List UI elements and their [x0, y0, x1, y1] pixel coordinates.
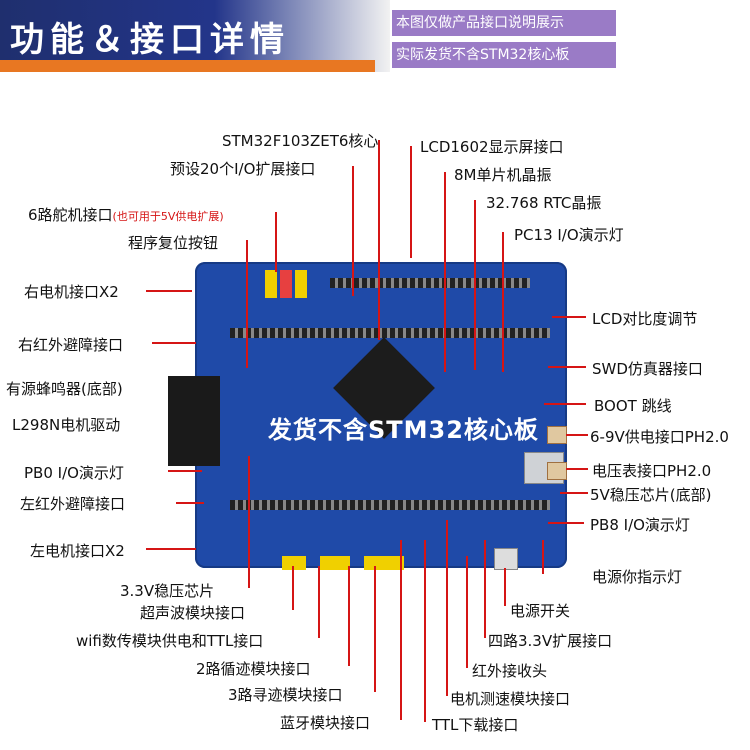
label-bluetooth: 蓝牙模块接口 [280, 714, 371, 732]
servo-pin-3 [295, 270, 307, 298]
title-accent-strip [0, 60, 375, 72]
label-rtc: 32.768 RTC晶振 [486, 194, 602, 212]
label-stm32: STM32F103ZET6核心 [222, 132, 379, 150]
leader-power69 [566, 434, 588, 436]
leader-track2 [348, 566, 350, 666]
leader-swd [548, 366, 586, 368]
leader-io-ext [352, 166, 354, 296]
label-buzzer: 有源蜂鸣器(底部) [6, 380, 123, 398]
leader-power-switch [504, 568, 506, 606]
leader-reg5v [560, 492, 588, 494]
leader-lcd-contrast [552, 316, 586, 318]
label-voltmeter: 电压表接口PH2.0 [592, 462, 712, 480]
label-reg5v: 5V稳压芯片(底部) [590, 486, 712, 504]
leader-reg33 [248, 456, 250, 588]
leader-ir-recv [466, 556, 468, 668]
power-jack-69v [547, 426, 567, 444]
core-pin-header-bottom [230, 500, 550, 510]
label-pc13: PC13 I/O演示灯 [514, 226, 624, 244]
label-lcd-contrast: LCD对比度调节 [592, 310, 698, 328]
header: 功能＆接口详情 本图仅做产品接口说明展示 实际发货不含STM32核心板 [0, 0, 750, 72]
label-power-led: 电源你指示灯 [592, 568, 683, 586]
label-ext33: 四路3.3V扩展接口 [488, 632, 613, 650]
label-track3: 3路寻迹模块接口 [228, 686, 343, 704]
leader-reset [246, 240, 248, 368]
l298n-heatsink [168, 376, 220, 466]
ultrasonic-pins [282, 556, 306, 570]
servo-pin-2 [280, 270, 292, 298]
leader-lcd1602 [410, 146, 412, 258]
label-crystal8m: 8M单片机晶振 [454, 166, 552, 184]
label-power69: 6-9V供电接口PH2.0 [590, 428, 729, 446]
label-io-ext: 预设20个I/O扩展接口 [170, 160, 316, 178]
wifi-pins [320, 556, 350, 570]
label-ultrasonic: 超声波模块接口 [140, 604, 246, 622]
label-pb8: PB8 I/O演示灯 [590, 516, 690, 534]
label-ttl: TTL下载接口 [432, 716, 519, 734]
label-servo: 6路舵机接口(也可用于5V供电扩展) [28, 206, 224, 224]
label-track2: 2路循迹模块接口 [196, 660, 311, 678]
leader-pb0 [168, 470, 202, 472]
label-motor-speed: 电机测速模块接口 [450, 690, 571, 708]
leader-stm32 [378, 140, 380, 340]
leader-track3 [374, 566, 376, 692]
leader-servo [275, 212, 277, 272]
track-pins [364, 556, 404, 570]
leader-motor-speed [446, 520, 448, 696]
core-pin-header-top [230, 328, 550, 338]
leader-crystal8m [444, 172, 446, 372]
leader-pb8 [548, 522, 584, 524]
note-line-1: 本图仅做产品接口说明展示 [392, 10, 616, 36]
label-boot: BOOT 跳线 [594, 397, 672, 415]
leader-ttl [424, 540, 426, 722]
leader-ext33 [484, 540, 486, 638]
label-right-ir: 右红外避障接口 [18, 336, 124, 354]
note-line-2: 实际发货不含STM32核心板 [392, 42, 616, 68]
label-right-motor: 右电机接口X2 [24, 283, 119, 301]
leader-voltmeter [566, 468, 588, 470]
power-jack-voltmeter [547, 462, 567, 480]
leader-pc13 [502, 232, 504, 372]
label-left-motor: 左电机接口X2 [30, 542, 125, 560]
label-reg33: 3.3V稳压芯片 [120, 582, 215, 600]
label-ir-recv: 红外接收头 [472, 662, 548, 680]
label-swd: SWD仿真器接口 [592, 360, 703, 378]
label-left-ir: 左红外避障接口 [20, 495, 126, 513]
label-reset: 程序复位按钮 [128, 234, 219, 252]
leader-right-ir [152, 342, 196, 344]
leader-power-led [542, 540, 544, 574]
leader-left-ir [176, 502, 204, 504]
servo-pin-1 [265, 270, 277, 298]
leader-rtc [474, 200, 476, 370]
label-wifi: wifi数传模块供电和TTL接口 [76, 632, 264, 650]
leader-bluetooth [400, 540, 402, 720]
label-pb0: PB0 I/O演示灯 [24, 464, 124, 482]
power-switch-component [494, 548, 518, 570]
leader-left-motor [146, 548, 196, 550]
label-l298n: L298N电机驱动 [12, 416, 121, 434]
board-watermark: 发货不含STM32核心板 [268, 416, 539, 444]
top-pin-header [330, 278, 530, 288]
page-title: 功能＆接口详情 [10, 20, 290, 60]
label-power-switch: 电源开关 [510, 602, 571, 620]
leader-right-motor [146, 290, 192, 292]
leader-wifi [318, 566, 320, 638]
leader-boot [544, 403, 586, 405]
label-lcd1602: LCD1602显示屏接口 [420, 138, 564, 156]
leader-ultrasonic [292, 566, 294, 610]
